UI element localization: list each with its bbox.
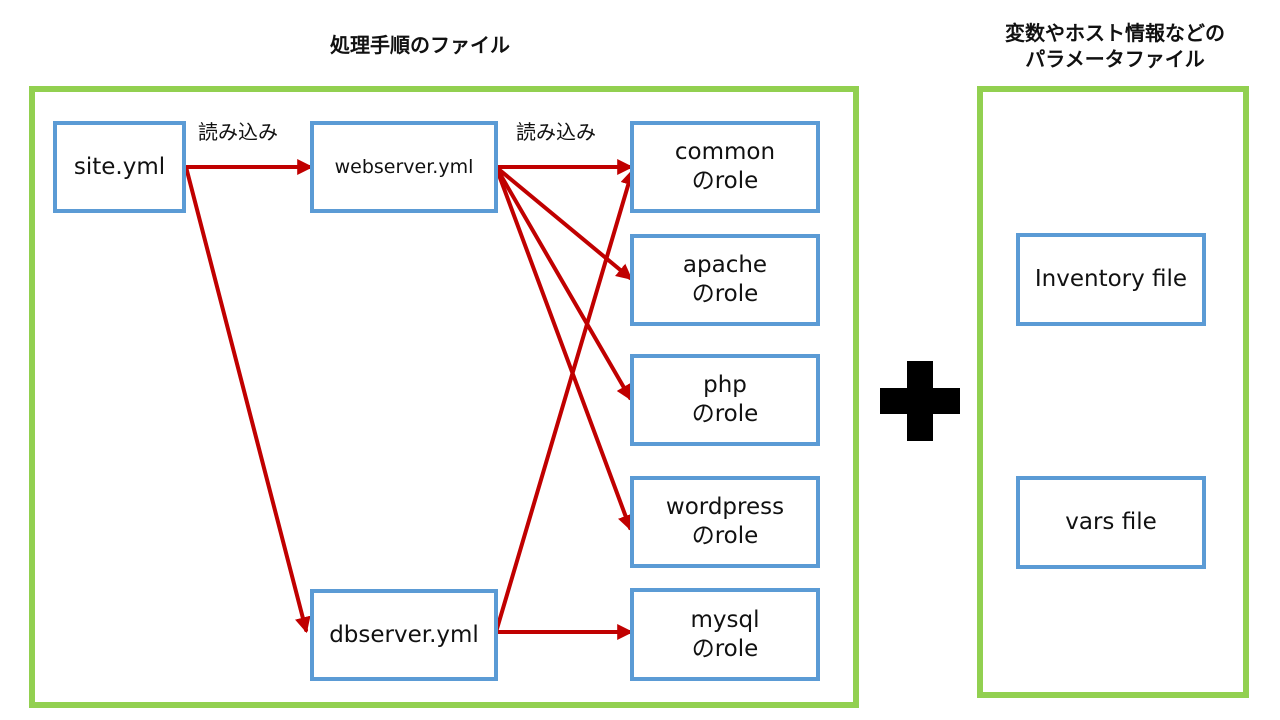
role-mysql-node: mysql のrole (630, 588, 820, 681)
role-php-suffix: のrole (691, 401, 759, 427)
arrow-webserver-to-wordpress (494, 165, 634, 531)
role-php-name: php (703, 372, 747, 398)
role-apache-suffix: のrole (691, 281, 759, 307)
role-common-node: common のrole (630, 121, 820, 213)
parameter-files-title-line1: 変数やホスト情報などの (1005, 21, 1225, 45)
site-yml-node: site.yml (53, 121, 186, 213)
process-files-frame (29, 86, 859, 708)
arrow-site-to-dbserver (184, 165, 311, 634)
dbserver-yml-node: dbserver.yml (310, 589, 498, 681)
role-wordpress-name: wordpress (665, 494, 785, 520)
site-yml-label: site.yml (73, 153, 166, 180)
vars-file-node: vars file (1016, 476, 1206, 569)
role-wordpress-node: wordpress のrole (630, 476, 820, 568)
process-files-title: 処理手順のファイル (330, 33, 510, 57)
inventory-file-node: Inventory file (1016, 233, 1206, 326)
parameter-files-title: 変数やホスト情報などの パラメータファイル (960, 20, 1270, 72)
role-apache-node: apache のrole (630, 234, 820, 326)
role-mysql-suffix: のrole (691, 635, 759, 662)
vars-file-label: vars file (1065, 509, 1157, 535)
webserver-yml-label: webserver.yml (334, 155, 474, 178)
read-label-webserver: 読み込み (516, 120, 596, 144)
role-common-suffix: のrole (691, 168, 759, 194)
plus-icon (880, 361, 960, 441)
role-mysql-name: mysql (690, 606, 760, 633)
role-php-node: php のrole (630, 354, 820, 446)
read-label-site: 読み込み (198, 120, 278, 144)
inventory-file-label: Inventory file (1034, 266, 1188, 292)
role-common-name: common (674, 139, 776, 165)
webserver-yml-node: webserver.yml (310, 121, 498, 213)
arrow-dbserver-to-common (494, 168, 637, 634)
role-wordpress-suffix: のrole (691, 523, 759, 549)
arrow-webserver-to-php (494, 165, 632, 401)
dbserver-yml-label: dbserver.yml (329, 621, 479, 648)
role-apache-name: apache (682, 252, 768, 278)
parameter-files-frame (977, 86, 1249, 698)
parameter-files-title-line2: パラメータファイル (1025, 47, 1205, 71)
